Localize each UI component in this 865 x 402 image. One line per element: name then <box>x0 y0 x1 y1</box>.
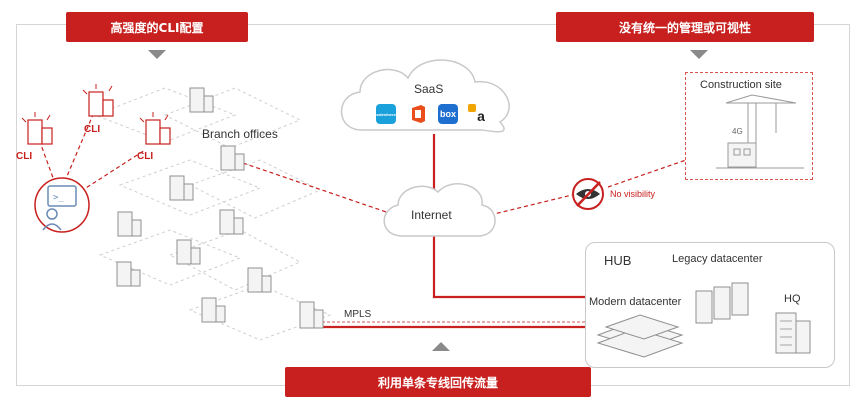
branch-buildings <box>116 87 324 329</box>
banner-cli-config: 高强度的CLI配置 <box>66 12 248 42</box>
arrow-up-bottom <box>432 342 450 351</box>
internet-label: Internet <box>411 208 452 222</box>
hub-label: HUB <box>604 253 632 268</box>
banner-single-line-backhaul: 利用单条专线回传流量 <box>285 367 591 397</box>
admin-console-icon: >_ <box>34 177 90 233</box>
box-icon: box <box>438 104 458 124</box>
hub-buildings <box>596 282 811 358</box>
cli-label-3: CLI <box>137 151 154 162</box>
saas-label: SaaS <box>414 82 444 96</box>
no-visibility-label: No visibility <box>610 189 656 199</box>
hub-box: HUB Legacy datacenter Modern datacenter … <box>585 242 835 368</box>
office-icon <box>408 104 428 124</box>
modern-datacenter-label: Modern datacenter <box>589 296 682 308</box>
construction-site-label: Construction site <box>700 79 782 91</box>
four-g-label: 4G <box>732 127 743 136</box>
internet-cloud <box>383 183 496 237</box>
construction-site-box: Construction site 4G <box>685 72 813 180</box>
arrow-down-right <box>690 50 708 59</box>
amazon-icon: a <box>468 104 488 124</box>
branch-offices-label: Branch offices <box>202 127 278 141</box>
no-visibility-eye-icon <box>572 178 604 210</box>
legacy-datacenter-label: Legacy datacenter <box>672 253 763 265</box>
banner-no-visibility: 没有统一的管理或可视性 <box>556 12 814 42</box>
arrow-down-left <box>148 50 166 59</box>
svg-text:>_: >_ <box>53 193 64 203</box>
hq-label: HQ <box>784 293 801 305</box>
salesforce-icon: salesforce <box>376 104 396 124</box>
mpls-label: MPLS <box>344 309 372 320</box>
cli-buildings <box>27 91 171 145</box>
cli-label-1: CLI <box>16 151 33 162</box>
cli-label-2: CLI <box>84 124 101 135</box>
crane-icon <box>716 94 804 169</box>
